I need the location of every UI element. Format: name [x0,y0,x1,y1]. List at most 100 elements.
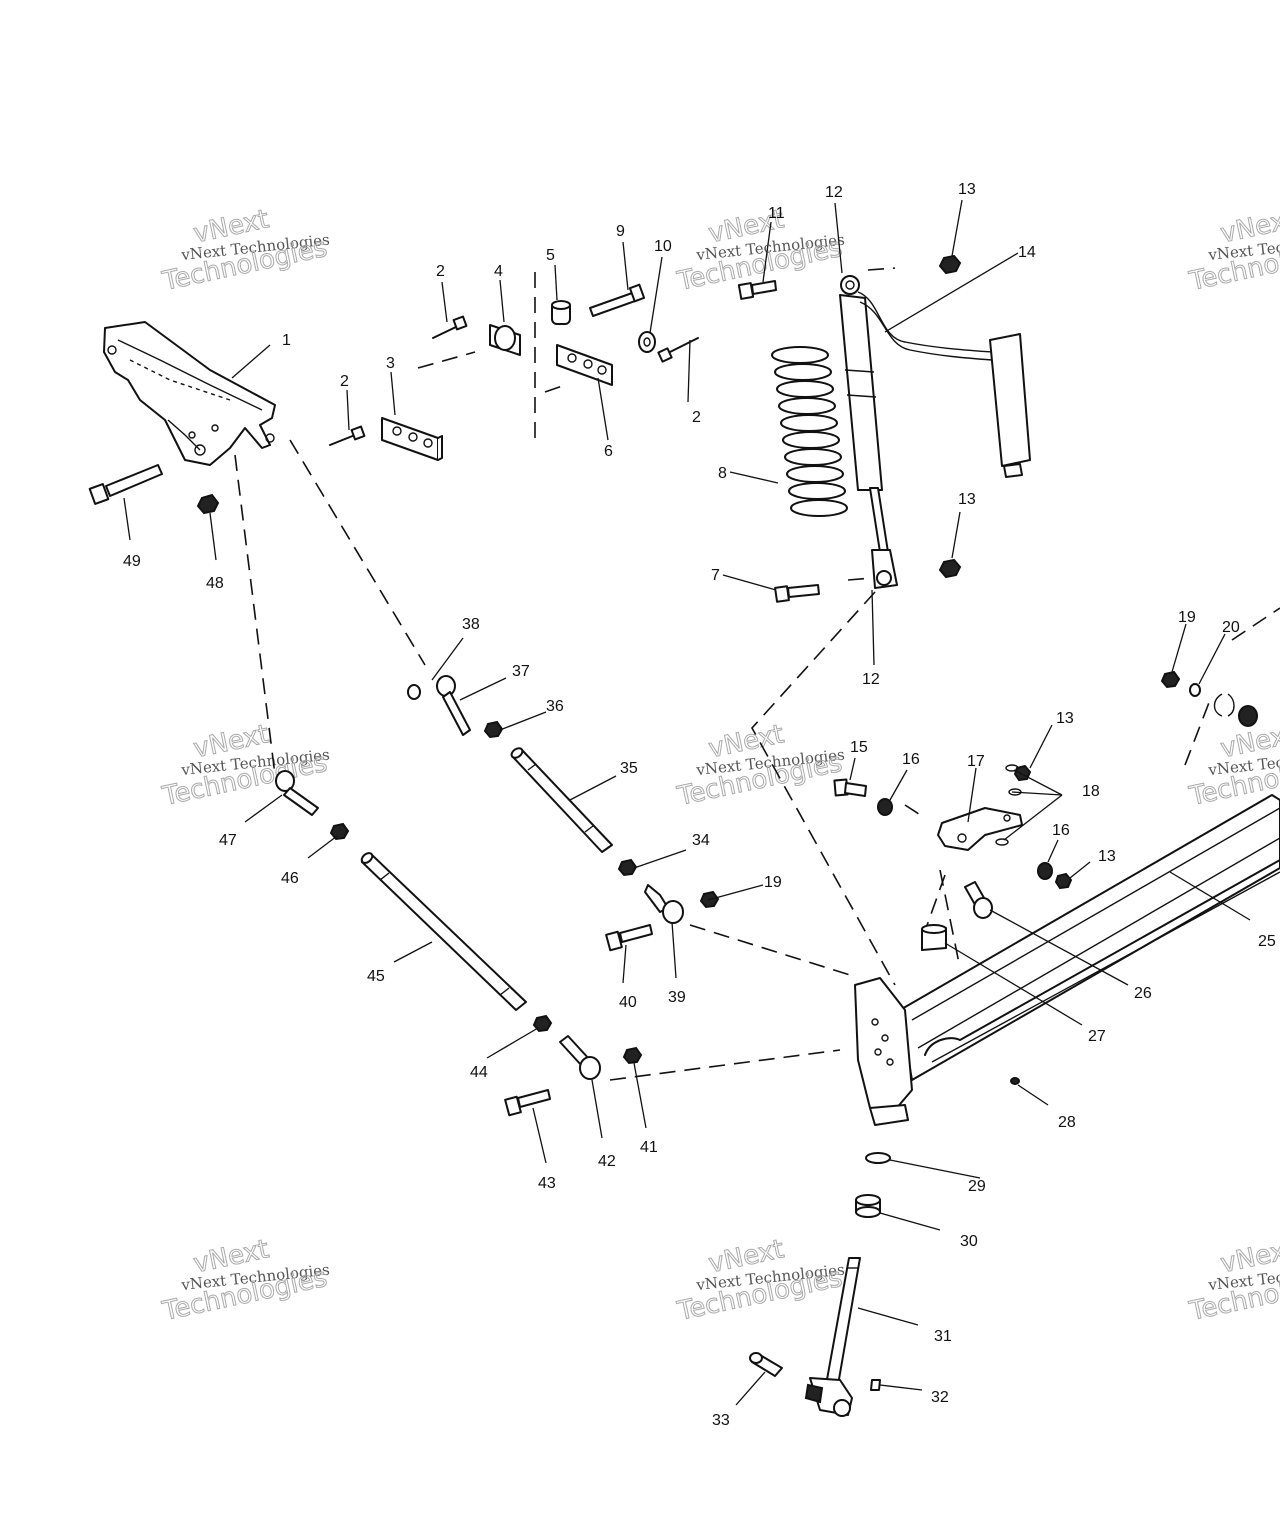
callout-27: 27 [1088,1028,1106,1045]
watermarks: vNext vNext Technologies Technologies vN… [159,204,1280,1328]
callout-12: 12 [825,184,843,201]
watermark-top-left: vNext vNext Technologies Technologies [159,204,331,298]
callout-12: 12 [862,671,880,688]
callout-10: 10 [654,238,672,255]
callout-25: 25 [1258,933,1276,950]
callout-19: 19 [1178,609,1196,626]
callout-44: 44 [470,1064,488,1081]
callout-45: 45 [367,968,385,985]
part-2-bolt-a [432,315,468,339]
callout-43: 43 [538,1175,556,1192]
part-clip [1213,693,1235,717]
part-2-bolt-c [657,337,699,363]
part-44-nut [532,1014,553,1033]
part-13-nut-d [1054,872,1073,890]
part-3-plate [381,417,443,461]
callout-38: 38 [462,616,480,633]
watermark-bottom-right: vNext vNext Technologies Technologies [1186,1234,1280,1328]
part-15-bolt [833,778,867,797]
part-26-rod-end [964,881,993,919]
part-16-washer-a [877,798,893,816]
part-1-bracket [103,321,276,466]
callouts: 1 2 2 2 3 4 5 6 7 8 9 10 11 12 12 13 13 … [123,181,1276,1429]
watermark-bottom-left: vNext vNext Technologies Technologies [159,1234,331,1328]
callout-40: 40 [619,994,637,1011]
callout-5: 5 [546,247,555,264]
part-34-nut [617,858,638,877]
callout-4: 4 [494,263,503,280]
callout-34: 34 [692,832,710,849]
watermark-top-right: vNext vNext Technologies Technologies [1186,204,1280,298]
callout-29: 29 [968,1178,986,1195]
part-10-washer [638,331,656,353]
part-4-clamp [489,324,521,356]
part-27-bushing [921,924,947,951]
assembly-lines [234,267,1280,1081]
part-42-rod-end [559,1035,601,1080]
callout-36: 36 [546,698,564,715]
part-49-bolt [88,464,163,505]
watermark-mid-right: vNext vNext Technologies Technologies [1186,719,1280,813]
part-47-rod-end [275,770,319,816]
part-25-trailing-arm [854,794,1280,1126]
part-13-nut-c [1013,764,1032,782]
callout-14: 14 [1018,244,1036,261]
callout-30: 30 [960,1233,978,1250]
callout-20: 20 [1222,619,1240,636]
part-38-washer [407,684,421,700]
part-13-nut-b [938,558,962,579]
part-13-nut-a [938,254,962,275]
part-40-bolt [605,924,653,952]
part-20-washer [1189,683,1201,697]
callout-46: 46 [281,870,299,887]
callout-2: 2 [692,409,701,426]
callout-19: 19 [764,874,782,891]
watermark-top-center: vNext vNext Technologies Technologies [674,204,846,298]
part-43-bolt [504,1089,551,1117]
callout-17: 17 [967,753,985,770]
part-7-bolt [774,584,820,603]
callout-48: 48 [206,575,224,592]
callout-26: 26 [1134,985,1152,1002]
part-19-nut-b [1160,670,1181,689]
part-45-rod [360,852,527,1011]
part-29-washer [865,1152,891,1164]
part-32-fitting [870,1379,881,1391]
callout-13: 13 [1056,710,1074,727]
part-35-rod [510,747,613,853]
callout-39: 39 [668,989,686,1006]
callout-7: 7 [711,567,720,584]
callout-15: 15 [850,739,868,756]
callout-16: 16 [902,751,920,768]
watermark-mid-center: vNext vNext Technologies Technologies [674,719,846,813]
part-31-spindle [804,1257,861,1417]
leader-lines [123,199,1251,1406]
callout-47: 47 [219,832,237,849]
callout-32: 32 [931,1389,949,1406]
callout-37: 37 [512,663,530,680]
part-30-bushing [855,1194,881,1218]
callout-13: 13 [958,491,976,508]
callout-41: 41 [640,1139,658,1156]
part-36-nut [483,720,504,739]
part-6-plate [556,344,613,386]
part-48-nut [196,493,220,515]
callout-18: 18 [1082,783,1100,800]
part-46-nut [329,822,350,841]
part-14-shock-absorber [839,275,1031,589]
part-39-rod-end [644,884,684,924]
callout-35: 35 [620,760,638,777]
callout-11: 11 [768,205,785,222]
callout-3: 3 [386,355,395,372]
callout-31: 31 [934,1328,952,1345]
part-16-washer-b [1037,862,1053,880]
watermark-mid-left: vNext vNext Technologies Technologies [159,719,331,813]
part-33-pin [749,1352,783,1377]
part-17-bracket [937,807,1023,851]
callout-6: 6 [604,443,613,460]
part-8-spring [771,346,848,517]
part-2-bolt-b [329,425,366,446]
part-11-bolt [737,280,777,300]
callout-2: 2 [436,263,445,280]
callout-13: 13 [1098,848,1116,865]
